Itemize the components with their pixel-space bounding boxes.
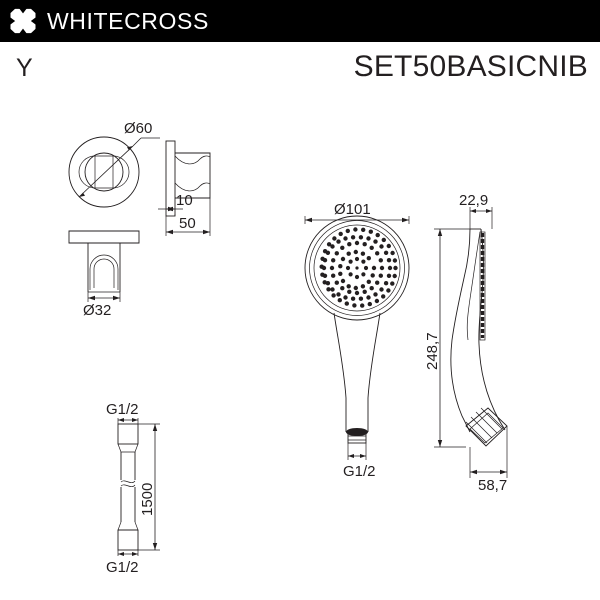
dim-hose-bottom-thread: G1/2 bbox=[106, 559, 139, 576]
dim-plate-thickness: 10 bbox=[176, 192, 193, 209]
product-title-row: Y SET50BASICNIB bbox=[0, 42, 600, 88]
dim-cradle-diameter: Ø32 bbox=[83, 302, 111, 319]
wall-bracket-front-view: Ø60 bbox=[68, 120, 160, 208]
wall-bracket-bottom-view: Ø32 bbox=[68, 230, 140, 319]
dim-shower-head-thickness: 22,9 bbox=[459, 192, 488, 209]
dim-bracket-depth: 50 bbox=[179, 215, 196, 232]
series-label: Y bbox=[16, 54, 33, 82]
hand-shower-front-view: G1/2 Ø101 bbox=[304, 201, 410, 480]
wall-bracket-side-view: 10 50 bbox=[158, 140, 211, 236]
side-outlet-block bbox=[465, 407, 508, 447]
dim-hose-top-thread: G1/2 bbox=[106, 401, 139, 418]
x-cross-logo-icon bbox=[10, 8, 36, 34]
brand-wordmark: WHITECROSS bbox=[47, 7, 209, 34]
shower-hose-view: G1/2 G1/2 1500 bbox=[106, 401, 160, 576]
dim-shower-head-diameter: Ø101 bbox=[334, 201, 371, 218]
dim-flange-diameter: Ø60 bbox=[124, 120, 152, 137]
product-code-title: SET50BASICNIB bbox=[353, 50, 588, 83]
nozzle-pattern bbox=[319, 227, 398, 308]
dim-shower-outlet-thread: G1/2 bbox=[343, 463, 376, 480]
hand-shower-side-view: 22,9 248,7 58,7 bbox=[424, 192, 508, 494]
dim-shower-handle-depth: 58,7 bbox=[478, 477, 507, 494]
dim-hose-length: 1500 bbox=[139, 483, 156, 516]
spray-face-texture bbox=[479, 231, 486, 341]
dim-shower-total-length: 248,7 bbox=[424, 332, 441, 370]
brand-header-bar: WHITECROSS bbox=[0, 0, 600, 42]
